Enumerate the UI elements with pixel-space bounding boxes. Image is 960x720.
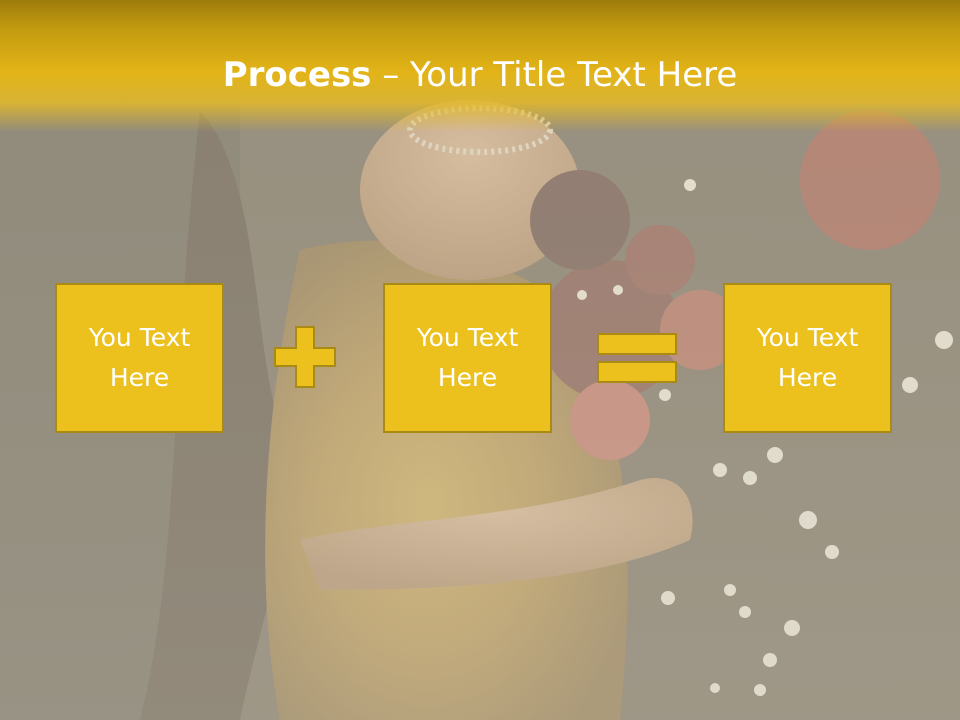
text-box-3-label: You Text Here <box>733 318 883 398</box>
title-bold: Process <box>222 55 372 95</box>
text-box-3-line1: You Text <box>756 323 859 352</box>
title-rest: – Your Title Text Here <box>371 55 738 95</box>
text-box-2-label: You Text Here <box>393 318 543 398</box>
title-bar <box>0 0 960 132</box>
slide-title[interactable]: Process – Your Title Text Here <box>0 52 960 98</box>
text-box-2-line1: You Text <box>416 323 519 352</box>
text-box-1-line2: Here <box>109 363 170 392</box>
plus-icon <box>274 326 336 388</box>
text-box-1[interactable]: You Text Here <box>55 283 224 433</box>
text-box-2-line2: Here <box>437 363 498 392</box>
equals-icon <box>597 333 677 383</box>
text-box-3-line2: Here <box>777 363 838 392</box>
text-box-1-line1: You Text <box>88 323 191 352</box>
text-box-1-label: You Text Here <box>65 318 215 398</box>
text-box-3[interactable]: You Text Here <box>723 283 892 433</box>
text-box-2[interactable]: You Text Here <box>383 283 552 433</box>
